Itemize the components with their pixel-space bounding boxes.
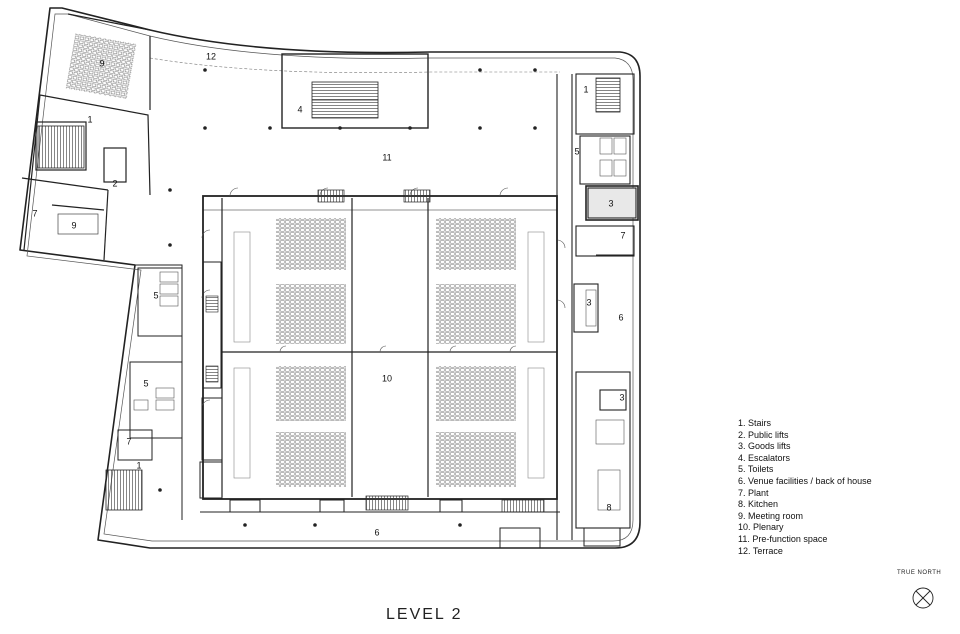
stair-sw: [105, 469, 143, 511]
room-number-10-plenary: 10: [382, 373, 392, 383]
room-number-6-south: 6: [374, 527, 379, 537]
south-rooms: [200, 499, 621, 549]
legend-item: 4. Escalators: [738, 452, 791, 463]
northwest-wing: [21, 13, 151, 261]
stair-plenary-bottom-1: [365, 495, 409, 511]
legend-item: 3. Goods lifts: [738, 441, 791, 452]
room-number-1-stairs-nw: 1: [87, 114, 92, 124]
legend-item: 1. Stairs: [738, 418, 772, 428]
legend-item: 10. Plenary: [738, 522, 784, 533]
legend-item: 11. Pre-function space: [738, 533, 828, 544]
room-number-4-escalators: 4: [297, 104, 302, 114]
north-label: TRUE NORTH: [897, 570, 942, 576]
legend-item: 9. Meeting room: [738, 510, 804, 521]
north-arrow-icon: [912, 587, 934, 609]
room-number-5-toilets-e: 5: [574, 146, 579, 156]
escalator-block: [281, 53, 429, 129]
room-number-7-plant-e: 7: [620, 230, 625, 240]
room-number-11-prefunction: 11: [382, 152, 391, 162]
legend-item: 6. Venue facilities / back of house: [738, 475, 872, 486]
west-toilet-cubicles: [133, 271, 179, 411]
legend: 1. Stairs 2. Public lifts 3. Goods lifts…: [738, 418, 872, 557]
room-number-9-meeting-w: 9: [71, 220, 76, 230]
room-number-3-goods-lift-1: 3: [608, 198, 613, 208]
columns: [158, 68, 537, 527]
legend-item: 12. Terrace: [738, 545, 783, 556]
room-number-5-toilets-w1: 5: [153, 290, 158, 300]
stair-plenary-top-1: [317, 189, 345, 203]
legend-item: 8. Kitchen: [738, 499, 779, 510]
terrace-edge: [149, 57, 560, 74]
room-number-1-stairs-sw: 1: [136, 460, 141, 470]
stair-nw: [37, 125, 85, 169]
legend-item: 5. Toilets: [738, 464, 774, 475]
legend-item: 7. Plant: [738, 487, 769, 498]
room-number-2-lifts: 2: [112, 178, 117, 188]
stair-west-1: [205, 295, 219, 313]
page-title: LEVEL 2: [386, 606, 463, 623]
meeting-seats-nw: [65, 33, 137, 100]
room-number-7-plant-sw: 7: [126, 436, 131, 446]
room-number-layer: 12 9 4 1 11 2 7 9 5 10 5 7 1 6 1 5 3 7 3…: [32, 51, 625, 537]
stair-west-2: [205, 365, 219, 383]
stair-plenary-top-2: [403, 189, 431, 203]
building-inner-outline: [26, 13, 634, 542]
room-number-12-terrace: 12: [206, 51, 216, 61]
room-number-3-goods-lift-3: 3: [619, 392, 624, 402]
legend-item: 2. Public lifts: [738, 429, 789, 440]
building-outline: [19, 7, 641, 549]
room-number-3-goods-lift-2: 3: [586, 297, 591, 307]
stair-plenary-bottom-2: [501, 499, 545, 513]
east-toilet-cubicles: [585, 137, 627, 511]
meeting-table-nw: [57, 213, 99, 235]
room-number-8-kitchen: 8: [606, 502, 611, 512]
room-number-7-plant-nw: 7: [32, 208, 37, 218]
room-number-9-meeting-nw: 9: [99, 58, 104, 68]
east-service: [556, 73, 639, 540]
room-number-5-toilets-w2: 5: [143, 378, 148, 388]
room-number-1-stairs-ne: 1: [583, 84, 588, 94]
stair-ne: [595, 77, 621, 113]
room-number-6-east: 6: [618, 312, 623, 322]
west-service: [117, 261, 223, 520]
plenary-seating: [233, 218, 545, 487]
